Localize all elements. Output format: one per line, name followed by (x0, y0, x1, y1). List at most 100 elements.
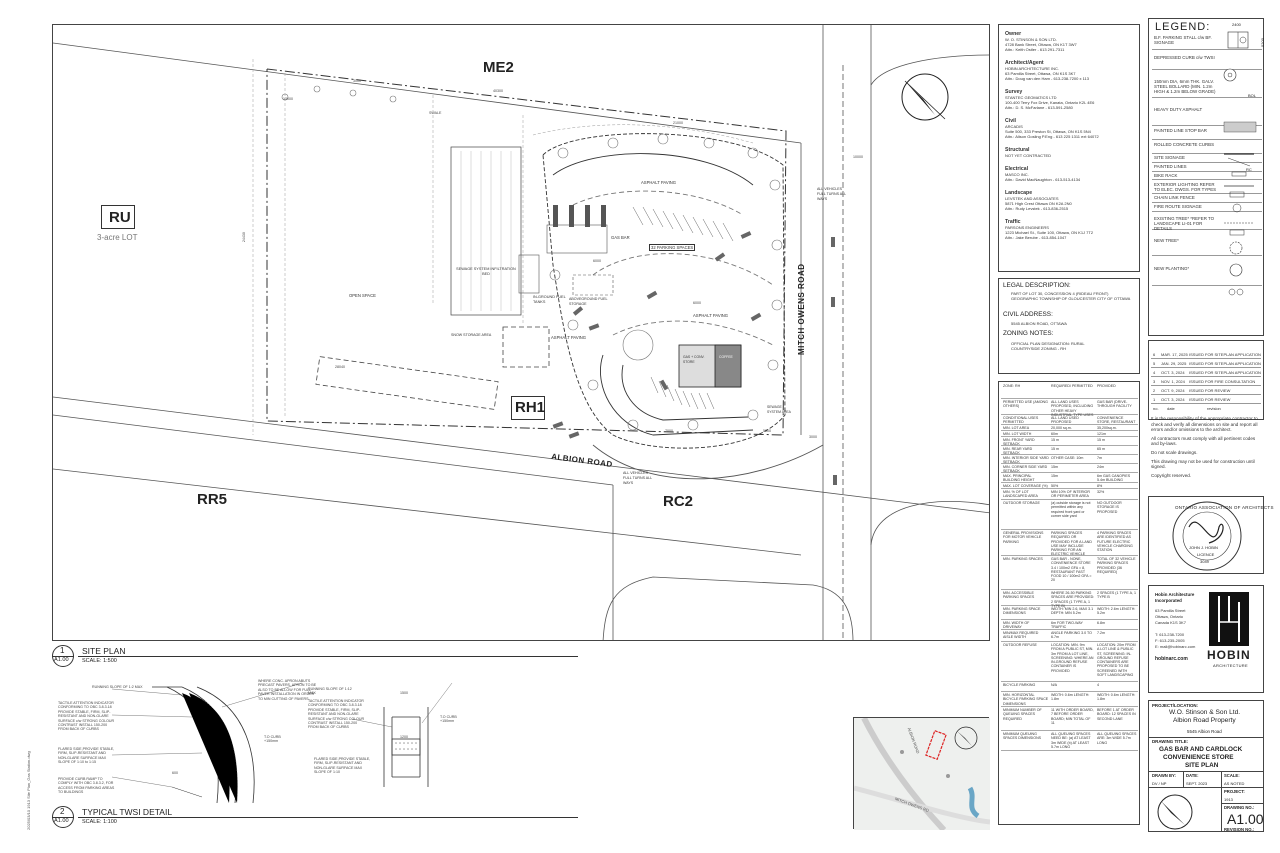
zoning-title: ZONING NOTES: (1003, 330, 1054, 337)
consultant-role: Electrical (1005, 166, 1029, 172)
zoning-cell: WIDTH: MIN 2.6, MAX 3.1 DEPTH: MIN 5.2m (1051, 607, 1094, 616)
dimension-label: 28040 (335, 365, 345, 369)
legend-item: 150mm DIA, 6mm THK. GALV. STEEL BOLLARD … (1152, 70, 1262, 98)
consultant-line: 1223 Michael St., Suite 100, Ottawa, ON … (1005, 230, 1094, 235)
zoning-cell: 32% (1097, 490, 1105, 494)
legend-item: EXISTING TREE* *REFER TO LANDSCAPE LI-01… (1152, 212, 1262, 231)
zoning-cell: 15 m (1097, 438, 1105, 442)
consultant-line: PARSONS ENGINEERS (1005, 225, 1049, 230)
zone-label-rr5: RR5 (197, 491, 228, 508)
revisions-block (1148, 340, 1264, 420)
zoning-cell: LOCATION: 20m FROM A LOT LINE & PUBLIC S… (1097, 643, 1136, 678)
zoning-cell: BEFORE 1 AT ORDER BOARD: 12 SPACES IN SE… (1097, 708, 1136, 721)
project-address: 5545 Albion Road (1187, 729, 1222, 734)
consultant-line: 5871 High Crest Ottawa ON K2A 2N0 (1005, 201, 1072, 206)
north-arrow-icon (901, 73, 949, 121)
zoning-cell: MIN 10% OF INTERIOR OR PERIMETER AREA (1051, 490, 1090, 499)
zoning-row: OUTDOOR STORAGE(a) outside storage is no… (1001, 500, 1138, 530)
zoning-cell: WIDTH: 0.6m LENGTH: 1.8m (1051, 693, 1090, 702)
zoning-row: PERMITTED USE (AMONG OTHERS)ALL LAND USE… (1001, 399, 1138, 417)
zoning-table (998, 381, 1140, 825)
view-sheet: A1.00 (54, 818, 69, 824)
zoning-cell: 15m (1051, 465, 1058, 469)
zoning-cell: 15 m (1051, 447, 1059, 451)
dimension-label: 13000 (283, 97, 293, 101)
zoning-cell: 4 (1097, 683, 1099, 687)
legend-symbol-label: 2400 (1232, 22, 1241, 27)
legend-item: B.F. PARKING STALL c/w BF. SIGNAGE (1152, 30, 1262, 50)
zoning-cell: 6.8m (1097, 621, 1105, 625)
zoning-cell: MINIMUM QUEUING SPACES DIMENSIONS (1003, 732, 1042, 741)
legend-item-label: DEPRESSED CURB c/w TWSI (1154, 55, 1215, 60)
zoning-cell: MIN. HORIZONTAL BICYCLE PARKING SPACE DI… (1003, 693, 1049, 706)
consultant-role: Civil (1005, 118, 1016, 124)
twsi-note: T.O CURB +150mm (440, 715, 457, 724)
firm-logo-sub: ARCHITECTURE (1213, 663, 1248, 668)
zoning-cell: 6m GAS CANOPIES 5.4m BUILDING (1097, 474, 1131, 483)
zoning-cell: ALL QUEUING SPACES ARE: 3m WIDE 5.7m LON… (1097, 732, 1137, 745)
revision-cell: OCT. 3, 2024 (1161, 397, 1185, 402)
consultant-role: Owner (1005, 31, 1022, 37)
legend-item: HEAVY DUTY ASPHALT (1152, 98, 1262, 126)
firm-name: Hobin Architecture Incorporated (1155, 592, 1195, 603)
drawing-title-label: DRAWING TITLE: (1152, 739, 1189, 744)
site-plan-drawing (53, 25, 989, 640)
revision-cell: 5 (1153, 361, 1156, 366)
revision-header-date: date (1167, 406, 1175, 411)
zoning-cell: 65 m (1097, 447, 1105, 451)
dimension-label: 6000 (693, 301, 701, 305)
zoning-cell: 121m (1097, 432, 1106, 436)
revision-cell: ISSUED FOR SITEPLAN APPLICATION (1189, 361, 1261, 366)
twsi-detail-view: RUNNING SLOPE OF 1:2 MAX TACTILE ATTENTI… (52, 677, 612, 804)
key-map-drawing (853, 716, 991, 833)
asphalt-paving-label: ASPHALT PAVING (551, 335, 587, 340)
seal-association: ONTARIO ASSOCIATION OF ARCHITECTS (1175, 505, 1274, 510)
firm-logo-text: HOBIN (1207, 648, 1251, 662)
project-label: PROJECT/LOCATION: (1152, 703, 1199, 708)
legend-item-label: ROLLED CONCRETE CURBS (1154, 142, 1215, 147)
drawing-title: GAS BAR AND CARDLOCK (1159, 746, 1243, 753)
twsi-note: T.O CURB +150mm (264, 735, 281, 744)
open-space-label: OPEN SPACE (349, 293, 376, 298)
consultant-line: NOT YET CONTRACTED (1005, 153, 1052, 158)
legend-item: NEW TREE* (1152, 230, 1262, 256)
revision-cell: ISSUED FOR REVIEW (1189, 397, 1231, 402)
twsi-note: FLARED SIDE,PROVIDE STABLE, FIRM, SLIP-R… (58, 747, 115, 765)
drawing-number-label: DRAWING NO.: (1224, 805, 1255, 810)
consultant-role: Survey (1005, 89, 1023, 95)
legend-item: BIKE RACK (1152, 172, 1262, 180)
legend-symbol-label: BOL (1248, 93, 1257, 98)
zoning-cell: MIN. LOT AREA (1003, 426, 1030, 430)
zoning-cell: 6m FOR TWO-WAY TRAFFIC (1051, 621, 1083, 630)
address-title: CIVIL ADDRESS: (1003, 311, 1053, 318)
project-number-label: PROJECT: (1224, 789, 1245, 794)
firm-block: Hobin Architecture Incorporated 63 Pamil… (1148, 585, 1264, 693)
twsi-note: WHERE CONC. APRON ABUTS PRECAST PAVERS, … (258, 679, 317, 701)
revision-cell: MAR. 17, 2025 (1161, 352, 1188, 357)
legend-symbol-label: RC (1246, 167, 1252, 172)
zoning-row: MINIMUM NUMBER OF QUEUING SPACES REQUIRE… (1001, 707, 1138, 731)
legend-symbols (1223, 31, 1257, 296)
zoning-cell: N/A (1051, 683, 1057, 687)
zoning-cell: 35,200sq.m. (1097, 426, 1117, 430)
firm-phone: T: 613-238-7200 (1155, 632, 1185, 637)
zone-label-ru-sub: 3-acre LOT (97, 233, 138, 242)
turning-note: ALL VEHICLES FULL TURNS ALL WAYS (817, 187, 847, 201)
sewage-area-label: SEWAGE SYSTEM AREA (767, 405, 791, 414)
zoning-cell: OUTDOOR REFUSE (1003, 643, 1037, 647)
seal-licence: LICENCE (1197, 552, 1215, 557)
zoning-cell: 2 SPACES (1 TYPE A, 1 TYPE B (1097, 591, 1137, 600)
twsi-note: RUNNING SLOPE OF 1:12 MAX (308, 687, 352, 696)
consultant-line: STANTEC GEOMATICS LTD (1005, 95, 1057, 100)
legal-title: LEGAL DESCRIPTION: (1003, 282, 1071, 289)
zoning-cell: MINIMUM NUMBER OF QUEUING SPACES REQUIRE… (1003, 708, 1042, 721)
